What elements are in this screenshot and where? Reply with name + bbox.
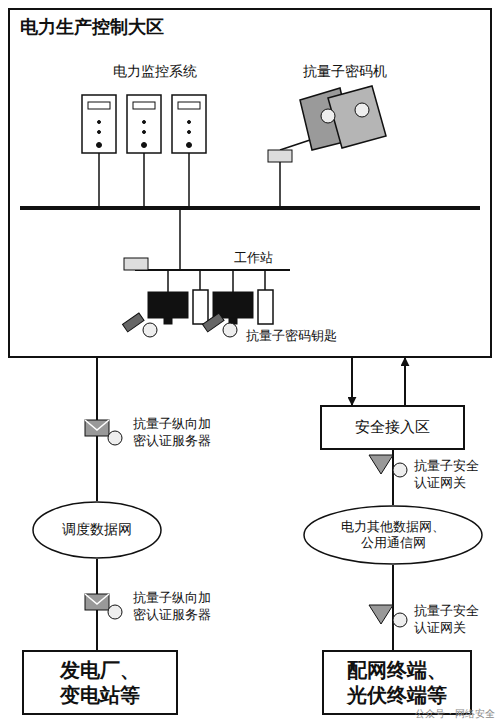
connector bbox=[392, 565, 394, 650]
gateway-symbol bbox=[369, 455, 393, 474]
wire bbox=[199, 270, 201, 290]
server-slot bbox=[178, 102, 200, 109]
server-symbol bbox=[172, 95, 206, 153]
node-label: 配网终端、光伏终端等 bbox=[344, 658, 450, 708]
zone-box: 安全接入区 bbox=[320, 405, 465, 450]
wire bbox=[280, 140, 310, 150]
callout-label: 电力监控系统 bbox=[100, 62, 210, 80]
node-label: 发电厂、变电站等 bbox=[55, 658, 145, 708]
callout-label: 抗量子安全认证网关 bbox=[414, 458, 484, 492]
switch-symbol bbox=[268, 150, 292, 162]
wire bbox=[279, 162, 281, 208]
server-symbol bbox=[82, 95, 116, 153]
encryption-server-symbol bbox=[85, 594, 109, 610]
shield-badge bbox=[108, 431, 122, 445]
server-symbol bbox=[127, 95, 161, 153]
server-dot bbox=[187, 143, 192, 148]
encryption-server-symbol bbox=[85, 420, 109, 436]
key-symbol bbox=[203, 313, 225, 332]
server-dot bbox=[143, 131, 146, 134]
wire bbox=[143, 153, 145, 208]
wire bbox=[188, 153, 190, 208]
zone-title: 电力生产控制大区 bbox=[20, 16, 164, 39]
bus-line bbox=[135, 269, 290, 271]
server-dot bbox=[143, 121, 146, 124]
ellipse-shape bbox=[33, 502, 161, 558]
server-dot bbox=[142, 143, 147, 148]
server-dot bbox=[188, 131, 191, 134]
callout-label: 抗量子密码机 bbox=[290, 62, 400, 80]
crypto-machine-symbol bbox=[328, 86, 386, 148]
shield-badge bbox=[355, 103, 369, 117]
ellipse-shape bbox=[304, 506, 482, 564]
site-box: 发电厂、变电站等 bbox=[22, 650, 178, 715]
connector bbox=[404, 358, 406, 405]
encryption-server-icons bbox=[85, 420, 122, 619]
gateway-symbol bbox=[369, 605, 393, 624]
callout-label: 抗量子纵向加密认证服务器 bbox=[133, 590, 215, 624]
wire bbox=[167, 270, 169, 292]
network-ellipse: 电力其他数据网、公用通信网 bbox=[303, 505, 483, 565]
pc-tower bbox=[258, 290, 273, 324]
monitor-symbol bbox=[148, 292, 188, 318]
wire bbox=[98, 153, 100, 208]
connector bbox=[351, 358, 353, 405]
server-dot bbox=[98, 131, 101, 134]
node-label: 调度数据网 bbox=[62, 521, 132, 539]
zone-box: 电力生产控制大区 bbox=[8, 8, 492, 358]
callout-label: 抗量子安全认证网关 bbox=[414, 603, 484, 637]
server-group bbox=[82, 95, 206, 208]
connector bbox=[392, 450, 394, 505]
wire bbox=[232, 270, 234, 292]
monitor-stand bbox=[164, 318, 172, 324]
callout-label: 工作站 bbox=[228, 250, 278, 267]
server-dot bbox=[98, 121, 101, 124]
server-dot bbox=[97, 143, 102, 148]
shield-badge bbox=[223, 323, 237, 337]
shield-badge bbox=[393, 613, 407, 627]
callout-label: 抗量子纵向加密认证服务器 bbox=[133, 416, 215, 450]
encryption-server-mark bbox=[85, 420, 109, 430]
shield-badge bbox=[393, 463, 407, 477]
shield-badge bbox=[108, 605, 122, 619]
shield-badge bbox=[143, 323, 157, 337]
server-slot bbox=[88, 102, 110, 109]
wire bbox=[264, 270, 266, 290]
node-label: 电力其他数据网、公用通信网 bbox=[337, 519, 449, 552]
watermark: 公众号 · 网络安全 bbox=[330, 707, 495, 720]
key-symbol bbox=[123, 313, 145, 332]
server-dot bbox=[188, 121, 191, 124]
shield-badge bbox=[321, 109, 335, 123]
network-ellipse: 调度数据网 bbox=[32, 501, 162, 559]
site-box: 配网终端、光伏终端等 bbox=[322, 650, 472, 715]
bus-line bbox=[20, 206, 480, 210]
wire bbox=[179, 208, 181, 270]
callout-label: 抗量子密码钥匙 bbox=[246, 328, 356, 345]
switch-symbol bbox=[124, 258, 148, 270]
workstation-group bbox=[123, 208, 290, 337]
server-slot bbox=[133, 102, 155, 109]
connector-layer bbox=[97, 358, 405, 650]
node-label: 安全接入区 bbox=[355, 418, 430, 437]
encryption-server-mark bbox=[85, 594, 109, 604]
pc-tower bbox=[193, 290, 208, 324]
crypto-machine-group bbox=[268, 86, 386, 208]
